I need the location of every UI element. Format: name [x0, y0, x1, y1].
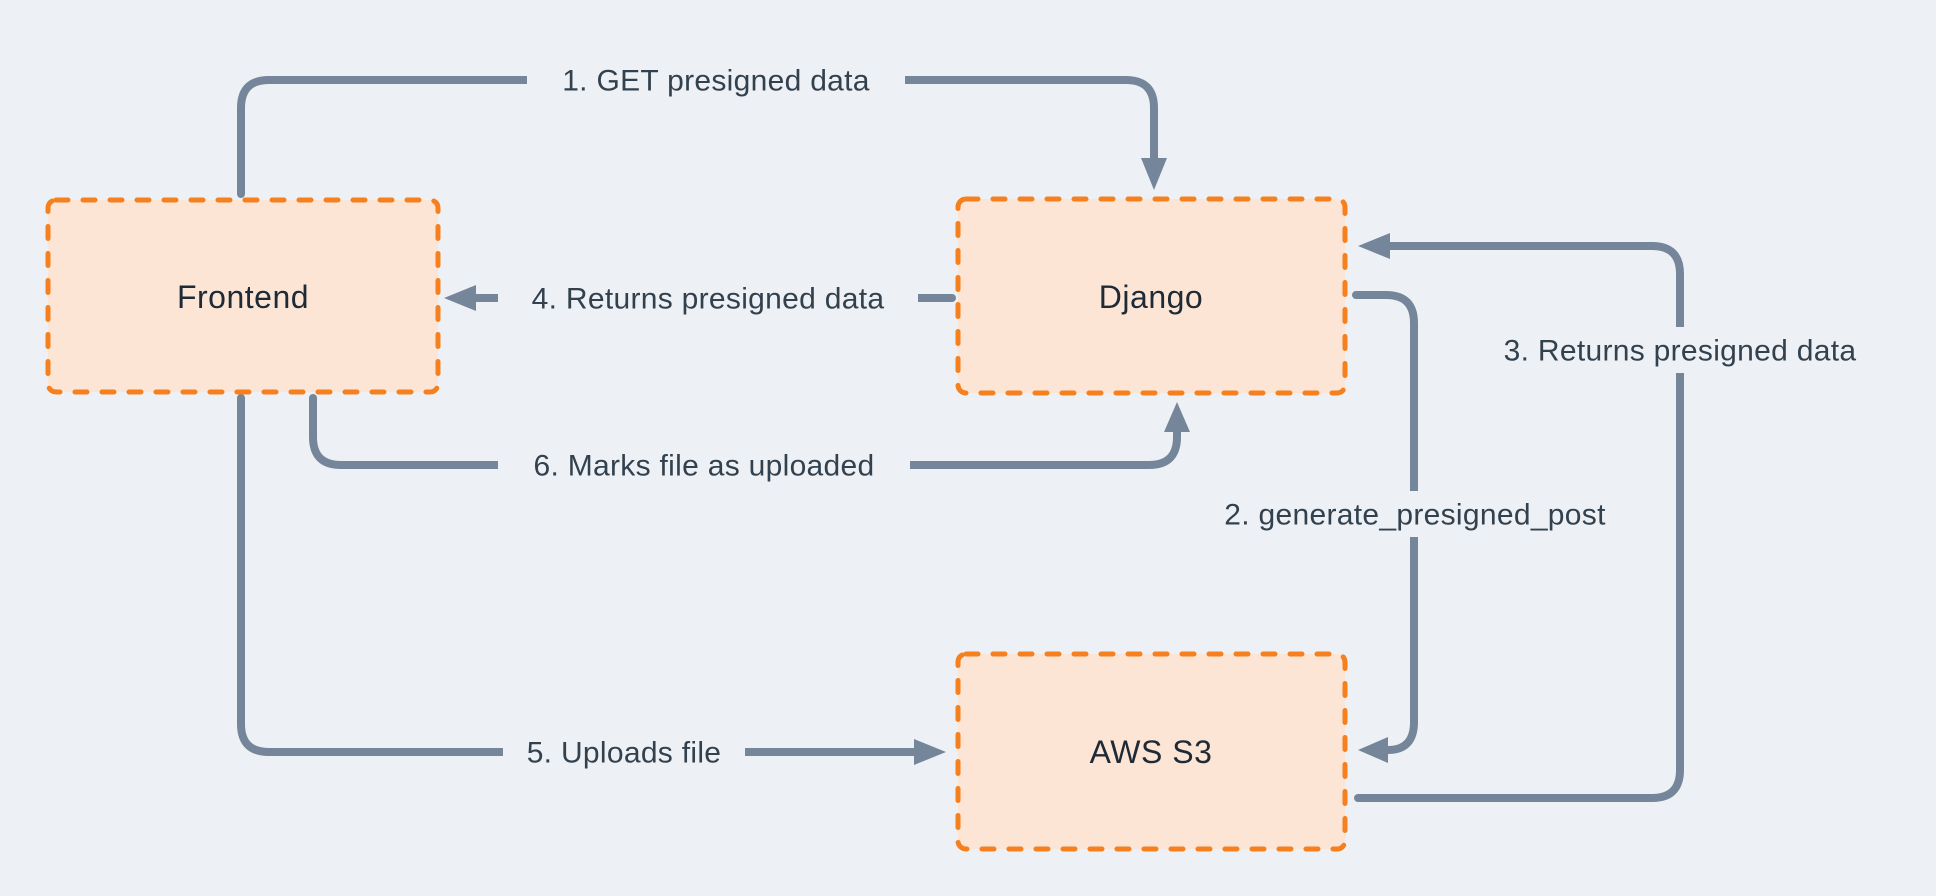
flow-5-arrowhead: [914, 739, 946, 765]
flow-5-path: [237, 394, 918, 756]
flow-5-label: 5. Uploads file: [527, 737, 722, 770]
flow-6-arrowhead: [1164, 402, 1190, 432]
flow-1-arrowhead: [1141, 158, 1167, 190]
flow-6-label-group: 6. Marks file as uploaded: [498, 442, 910, 488]
node-aws-s3-label: AWS S3: [1090, 734, 1213, 770]
flow-6-label: 6. Marks file as uploaded: [533, 450, 874, 483]
flow-3-label-group: 3. Returns presigned data: [1468, 327, 1892, 373]
flow-1-label: 1. GET presigned data: [562, 65, 870, 98]
node-aws-s3-box: [955, 651, 1348, 852]
flow-2-label: 2. generate_presigned_post: [1224, 499, 1606, 532]
flow-1-label-bg: [527, 57, 905, 103]
flow-2-path: [1352, 291, 1418, 754]
flow-3-path: [1354, 242, 1684, 802]
flow-2-label-group: 2. generate_presigned_post: [1193, 491, 1637, 537]
flow-3-arrowhead: [1358, 233, 1390, 259]
flow-2-arrowhead: [1358, 737, 1388, 763]
node-django-label: Django: [1099, 279, 1203, 315]
flow-3-label-bg: [1468, 327, 1892, 373]
node-frontend: Frontend: [45, 197, 441, 395]
flow-3-label: 3. Returns presigned data: [1504, 335, 1857, 368]
node-frontend-label: Frontend: [177, 279, 309, 315]
flow-4-label: 4. Returns presigned data: [532, 283, 885, 316]
node-django-box: [955, 196, 1348, 396]
flow-1-label-group: 1. GET presigned data: [527, 57, 905, 103]
node-frontend-box: [45, 197, 441, 395]
flow-5-label-group: 5. Uploads file: [503, 729, 745, 775]
node-aws-s3: AWS S3: [955, 651, 1348, 852]
flow-4-label-bg: [498, 275, 918, 321]
node-django: Django: [955, 196, 1348, 396]
flow-4-arrowhead: [444, 285, 476, 311]
flow-5-label-bg: [503, 729, 745, 775]
flow-4-label-group: 4. Returns presigned data: [498, 275, 918, 321]
flow-6-label-bg: [498, 442, 910, 488]
flow-2-label-bg: [1193, 491, 1637, 537]
